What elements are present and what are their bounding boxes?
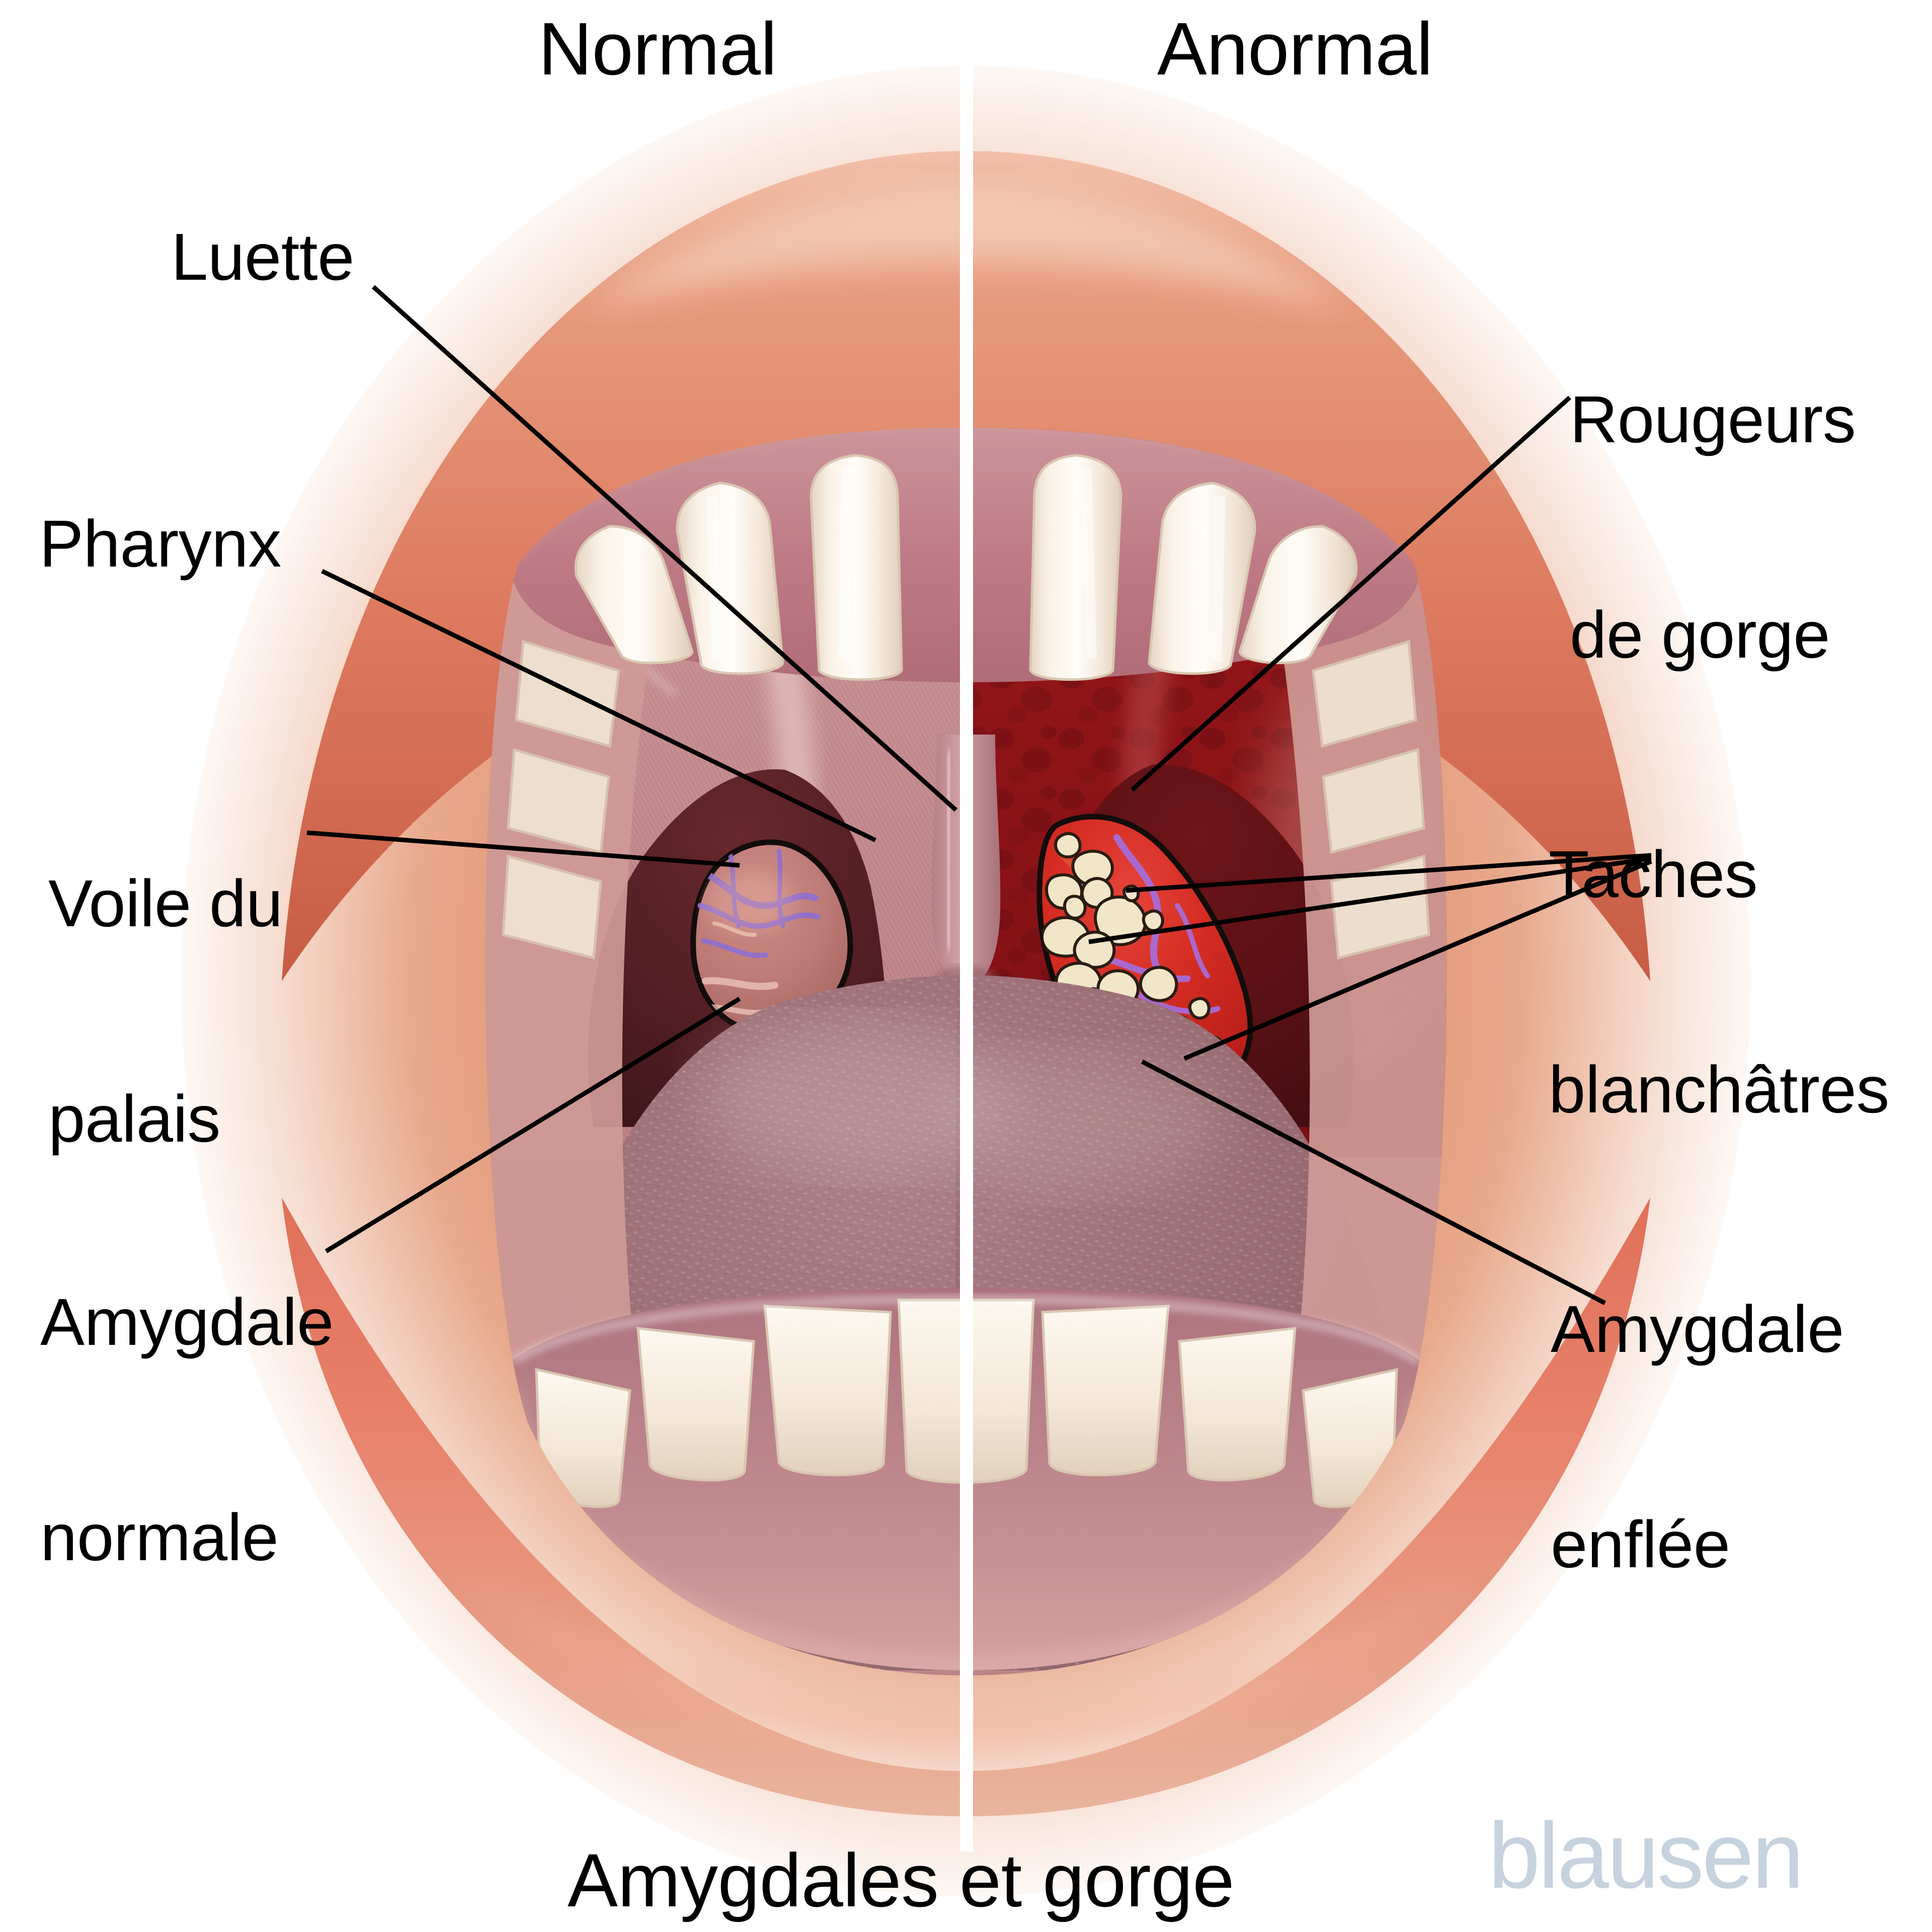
leader-amygdale-enflee: [1141, 1060, 1606, 1305]
leader-taches-1: [1125, 853, 1652, 893]
leader-rougeurs-de-gorge: [1130, 395, 1572, 792]
leader-voile-du-palais: [306, 830, 740, 868]
panel-divider: [960, 60, 973, 1852]
leader-luette: [371, 285, 958, 812]
lower-lip: [282, 1197, 1650, 1816]
upper-molars: [502, 639, 1430, 960]
leader-pharynx: [321, 569, 876, 843]
tonsil-normal: [690, 839, 853, 1034]
leader-taches-3: [1183, 859, 1652, 1061]
leader-amygdale-normale: [325, 997, 741, 1253]
leader-taches-2: [1088, 856, 1652, 944]
